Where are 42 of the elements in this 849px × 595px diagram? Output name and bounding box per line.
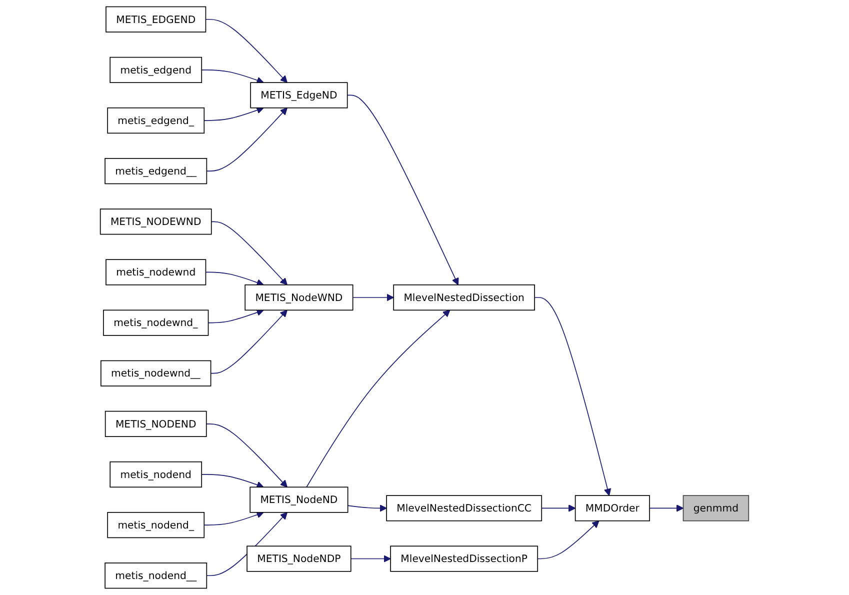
node-box: METIS_NODEWND [100, 208, 212, 235]
arrow [347, 504, 387, 512]
arrow [210, 221, 288, 286]
arrow [201, 70, 264, 84]
node-box: METIS_EdgeND [250, 82, 348, 108]
arrow [204, 106, 264, 121]
arrow [208, 308, 264, 324]
node-box: METIS_EDGEND [106, 6, 206, 32]
arrow [205, 272, 264, 286]
arrow [204, 511, 264, 526]
arrow [210, 310, 288, 374]
arrow [346, 94, 459, 286]
node-box: METIS_NodeNDP [246, 546, 352, 572]
arrow [352, 294, 394, 302]
arrow [537, 520, 600, 560]
arrow [649, 504, 684, 512]
arrow [306, 310, 450, 488]
arrow [206, 108, 288, 172]
node-box: MlevelNestedDissectionCC [386, 495, 542, 522]
node-box: metis_edgend_ [107, 107, 205, 134]
node-box: METIS_NODEND [104, 410, 207, 437]
node-box: metis_edgend [110, 56, 202, 84]
arrow [534, 297, 612, 496]
node-box: metis_nodend__ [104, 562, 208, 589]
node-box: metis_nodewnd [106, 259, 206, 286]
node-box: METIS_NodeND [250, 486, 348, 513]
node-box: METIS_NodeWND [244, 284, 354, 311]
node-box: metis_edgend__ [104, 158, 208, 184]
node-box: metis_nodend [110, 461, 202, 488]
node-box: metis_nodewnd__ [100, 360, 212, 386]
arrow [205, 18, 288, 83]
node-box: metis_nodewnd_ [103, 310, 209, 336]
arrow [201, 474, 264, 488]
node-box: MlevelNestedDissection [393, 284, 535, 311]
arrow [206, 424, 288, 488]
node-box: genmmd [682, 495, 750, 522]
node-box: MlevelNestedDissectionP [390, 546, 538, 572]
node-box: MMDOrder [574, 495, 650, 522]
node-box: metis_nodend_ [107, 512, 205, 538]
arrow [541, 504, 576, 512]
arrow [350, 555, 391, 562]
arrow [206, 512, 288, 576]
